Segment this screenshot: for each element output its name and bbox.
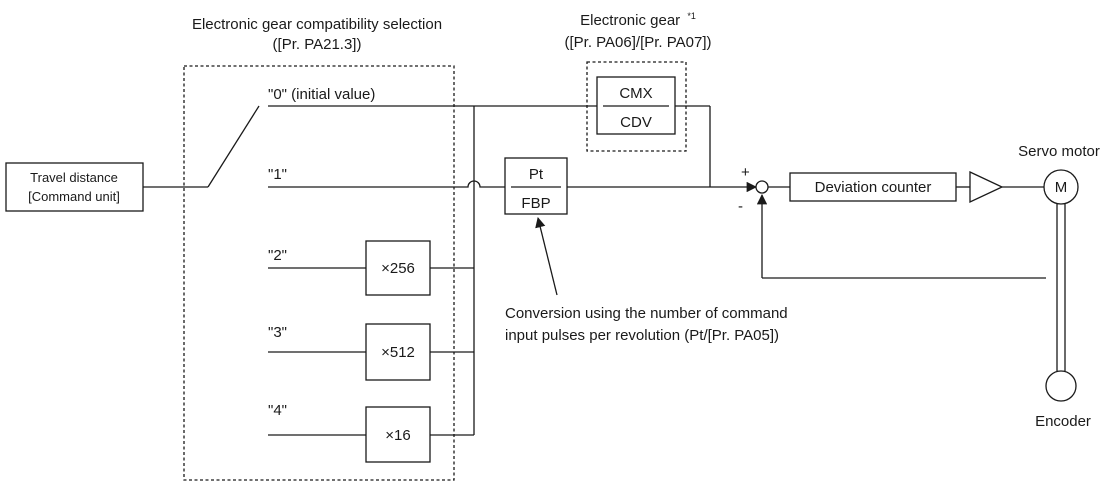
deviation-counter-label: Deviation counter [815, 179, 932, 196]
electronic-gear-title: Electronic gear *1 [580, 11, 696, 29]
summing-junction [755, 180, 769, 194]
selection-title: Electronic gear compatibility selection [192, 16, 442, 33]
summing-minus-sign: - [738, 198, 743, 215]
encoder-symbol [1045, 370, 1077, 402]
multiplier-256-label: ×256 [381, 260, 415, 277]
electronic-gear-parameters: ([Pr. PA06]/[Pr. PA07]) [564, 34, 711, 51]
amplifier-triangle [969, 170, 1004, 204]
selector-switch [207, 105, 260, 188]
servo-motor-label: Servo motor [1018, 143, 1100, 160]
electronic-gear-footnote: *1 [687, 11, 696, 21]
multiplier-512-box [365, 323, 431, 381]
conversion-note-line2: input pulses per revolution (Pt/[Pr. PA0… [505, 327, 779, 344]
option-1-line [268, 180, 505, 188]
option-3-label: "3" [268, 324, 287, 341]
deviation-counter-box [789, 172, 957, 202]
option-0-label: "0" (initial value) [268, 86, 375, 103]
selection-parameter: ([Pr. PA21.3]) [273, 36, 362, 53]
fbp-label: FBP [521, 195, 550, 212]
pt-label: Pt [529, 166, 544, 183]
servo-motor-m: M [1055, 179, 1068, 196]
travel-distance-label: Travel distance [30, 170, 118, 185]
electronic-gear-title-text: Electronic gear [580, 12, 680, 29]
multiplier-512-label: ×512 [381, 344, 415, 361]
cdv-label: CDV [620, 114, 652, 131]
option-1-label: "1" [268, 166, 287, 183]
conversion-pointer [535, 216, 558, 296]
multiplier-16-label: ×16 [385, 427, 410, 444]
pt-fbp-box [504, 157, 568, 215]
option-4-label: "4" [268, 402, 287, 419]
servo-motor-symbol [1043, 169, 1079, 205]
selection-frame [183, 65, 455, 481]
multiplier-256-box [365, 240, 431, 296]
summing-plus-sign: + [741, 164, 750, 181]
command-unit-label: [Command unit] [28, 189, 120, 204]
cmx-label: CMX [619, 85, 652, 102]
option-2-label: "2" [268, 247, 287, 264]
conversion-note-line1: Conversion using the number of command [505, 305, 788, 322]
travel-distance-box [5, 162, 144, 212]
encoder-label: Encoder [1035, 413, 1091, 430]
multiplier-16-box [365, 406, 431, 463]
